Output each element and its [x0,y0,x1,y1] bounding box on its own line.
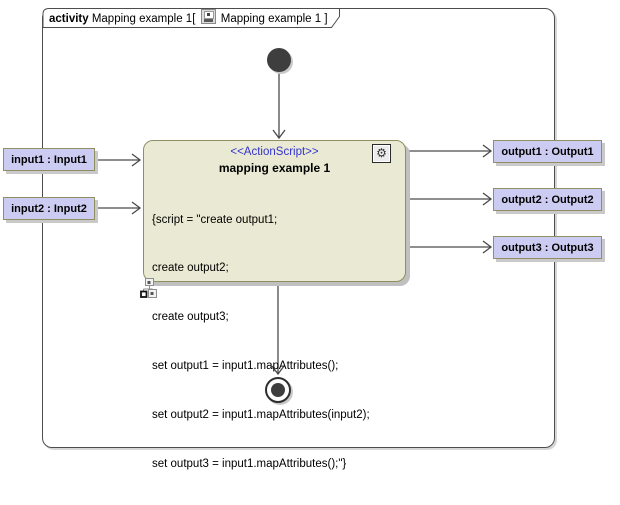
frame-header-pentagon[interactable] [42,8,340,28]
script-line: set output1 = input1.mapAttributes(); [152,360,339,373]
pin-label: input2 : Input2 [11,202,87,215]
input-pin-input1[interactable]: input1 : Input1 [3,148,95,171]
edge-action-to-output2[interactable] [406,192,493,206]
edge-initial-to-action[interactable] [272,72,286,140]
edge-action-to-final[interactable] [271,282,285,376]
output-pin-output3[interactable]: output3 : Output3 [493,236,602,259]
action-script-text: {script = "create output1; create output… [144,177,405,505]
script-line: create output2; [152,262,229,275]
rake-icon [140,278,157,298]
output-pin-output1[interactable]: output1 : Output1 [493,140,602,163]
pin-label: output1 : Output1 [501,145,594,158]
edge-action-to-output1[interactable] [406,144,493,158]
script-line: {script = "create output1; [152,213,278,226]
script-line: set output3 = input1.mapAttributes();"} [152,458,347,471]
action-node[interactable]: <<ActionScript>> mapping example 1 {scri… [140,140,406,470]
frame-keyword: activity [49,13,89,25]
final-node-core [271,383,285,397]
pin-label: input1 : Input1 [11,153,87,166]
pin-label: output3 : Output3 [501,241,594,254]
diagram-canvas: activity Mapping example 1[ Mapping exam… [3,8,602,471]
pin-label: output2 : Output2 [501,193,594,206]
script-line: create output3; [152,311,229,324]
frame-header[interactable]: activity Mapping example 1[ Mapping exam… [49,9,349,27]
initial-node[interactable] [267,48,291,72]
script-line: set output2 = input1.mapAttributes(input… [152,409,370,422]
edge-input1-to-action[interactable] [95,153,142,167]
stereotype-label: <<ActionScript>> [230,146,319,158]
gear-icon[interactable]: ⚙ [372,144,391,163]
frame-name: Mapping example 1[ [88,13,199,25]
activity-diagram-icon [200,9,216,24]
action-name: mapping example 1 [218,161,331,175]
input-pin-input2[interactable]: input2 : Input2 [3,197,95,220]
output-pin-output2[interactable]: output2 : Output2 [493,188,602,211]
edge-input2-to-action[interactable] [95,201,142,215]
frame-diagram-name: Mapping example 1 ] [217,13,328,25]
edge-action-to-output3[interactable] [406,240,493,254]
activity-final-node[interactable] [265,377,291,403]
edges-layer [42,8,493,376]
